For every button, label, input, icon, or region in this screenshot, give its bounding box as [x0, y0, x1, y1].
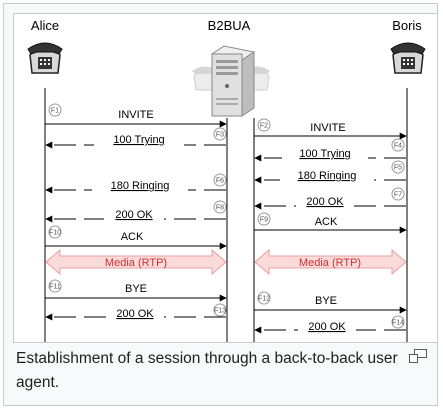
step-badge: F2: [260, 123, 268, 130]
server-icon: [192, 45, 270, 117]
participant-boris: Boris: [392, 18, 422, 33]
step-badge: F8: [216, 205, 224, 212]
diagram-container[interactable]: Alice B2BUA Boris: [13, 13, 438, 343]
enlarge-icon[interactable]: [409, 349, 427, 363]
media-rtp-right: Media (RTP): [254, 248, 407, 276]
message-label: INVITE: [118, 109, 153, 121]
message-row: F12 BYE: [254, 291, 407, 314]
message-row: F14 200 OK: [254, 315, 406, 334]
message-label: 200 OK: [116, 308, 154, 320]
step-badge: F11: [49, 284, 61, 291]
message-label: ACK: [315, 216, 338, 228]
message-label: 180 Ringing: [298, 170, 357, 182]
message-row: F11 BYE: [45, 279, 227, 302]
message-row: F9 ACK: [254, 212, 407, 234]
step-badge: F1: [51, 108, 59, 115]
message-row: F1 INVITE: [45, 103, 227, 128]
participant-alice: Alice: [31, 18, 59, 33]
phone-icon: [27, 42, 63, 74]
message-row: F8 200 OK: [45, 200, 227, 223]
message-label: 200 OK: [308, 321, 346, 333]
message-label: 100 Trying: [113, 134, 164, 146]
message-row: F3 100 Trying: [45, 127, 227, 149]
message-label: 100 Trying: [299, 148, 350, 160]
step-badge: F4: [394, 143, 402, 150]
message-row: F2 INVITE: [254, 118, 407, 140]
message-label: 180 Ringing: [111, 180, 170, 192]
phone-icon: [390, 42, 426, 74]
sequence-diagram: Alice B2BUA Boris: [27, 18, 426, 342]
message-label: BYE: [125, 283, 147, 295]
media-rtp-left: Media (RTP): [45, 248, 227, 276]
message-row: F7 200 OK: [254, 187, 406, 210]
message-row: F4 100 Trying: [254, 138, 406, 162]
figure-frame: Alice B2BUA Boris: [3, 3, 438, 406]
message-label: 200 OK: [306, 196, 344, 208]
step-badge: F10: [49, 230, 61, 237]
step-badge: F5: [394, 165, 402, 172]
message-label: INVITE: [310, 122, 345, 134]
media-label: Media (RTP): [299, 257, 361, 269]
message-row: F5 180 Ringing: [254, 160, 406, 184]
message-label: 200 OK: [115, 209, 153, 221]
step-badge: F14: [392, 320, 404, 327]
step-badge: F3: [216, 132, 224, 139]
step-badge: F12: [258, 296, 270, 303]
participant-b2bua: B2BUA: [208, 18, 251, 33]
step-badge: F6: [216, 178, 224, 185]
message-label: ACK: [121, 231, 144, 243]
message-row: F10 ACK: [45, 225, 227, 250]
message-row: F6 180 Ringing: [45, 173, 227, 194]
message-row: F13 200 OK: [45, 303, 227, 321]
step-badge: F9: [260, 217, 268, 224]
message-label: BYE: [315, 295, 337, 307]
step-badge: F13: [214, 308, 226, 315]
figure-caption: Establishment of a session through a bac…: [16, 350, 398, 391]
step-badge: F7: [394, 192, 402, 199]
media-label: Media (RTP): [105, 257, 167, 269]
